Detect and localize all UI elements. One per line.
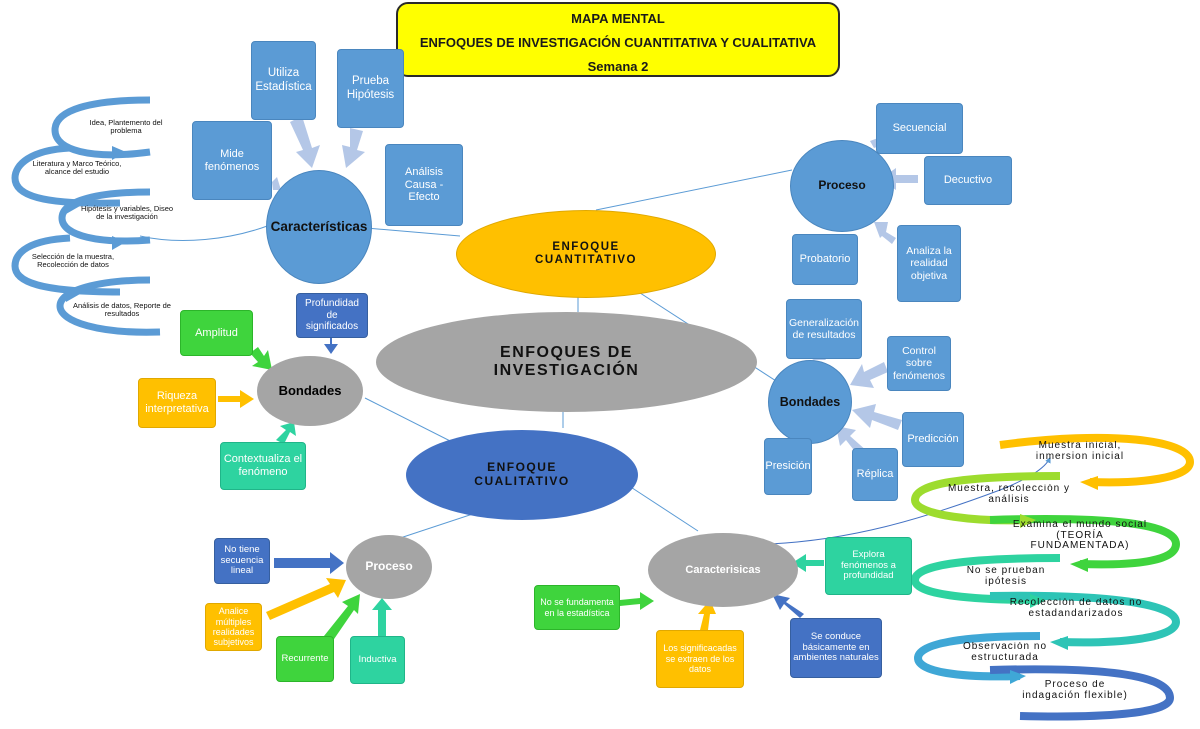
- cualitativo-cycle-step-6: Observación no estructurada: [962, 642, 1048, 663]
- cuantitativo-cycle-step-5: Análisis de datos, Reporte de resultados: [73, 302, 171, 318]
- cualitativo-title-1: ENFOQUE: [487, 460, 557, 475]
- profundidad-significados-box: Profundidad de significados: [296, 293, 368, 338]
- inductiva-box: Inductiva: [350, 636, 405, 684]
- center-ellipse: ENFOQUES DE INVESTIGACIÓN: [376, 312, 757, 412]
- cuantitativo-caracteristicas-node: Características: [266, 170, 372, 284]
- cuantitativo-title-2: CUANTITATIVO: [535, 254, 637, 266]
- probatorio-box: Probatorio: [792, 234, 858, 285]
- center-line-1: ENFOQUES DE: [500, 343, 633, 361]
- cualitativo-cycle-step-7: Proceso de indagación flexible): [1022, 680, 1128, 701]
- cualitativo-cycle-step-4: No se prueban ipótesis: [966, 566, 1046, 587]
- cualitativo-caracteristicas-node: Caracterisicas: [648, 533, 798, 607]
- cualitativo-title-2: CUALITATIVO: [474, 474, 570, 488]
- cycle-arrows-cualitativo: [910, 433, 1195, 721]
- prueba-hipotesis-box: Prueba Hipótesis: [337, 49, 404, 128]
- cuantitativo-title-1: ENFOQUE: [552, 240, 620, 253]
- cycle-arrow-heads-cuantitativo: [66, 146, 126, 302]
- no-secuencia-lineal-box: No tiene secuencia lineal: [214, 538, 270, 584]
- analice-multiples-realidades-box: Analice múltiples realidades subjetivos: [205, 603, 262, 651]
- presicion-box: Presición: [764, 438, 812, 495]
- cualitativo-cycle-step-5: Recolección de datos no estadandarizados: [1009, 598, 1143, 619]
- title-line-3: Semana 2: [587, 59, 649, 74]
- enfoque-cualitativo-node: ENFOQUE CUALITATIVO: [406, 430, 638, 520]
- cycle-arrows-cuantitativo: [11, 96, 161, 336]
- cuantitativo-cycle-step-2: Literatura y Marco Teórico, alcance del …: [32, 160, 122, 176]
- analiza-realidad-box: Analiza la realidad objetiva: [897, 225, 961, 302]
- center-line-2: INVESTIGACIÓN: [493, 362, 640, 379]
- cuantitativo-proceso-node: Proceso: [790, 140, 894, 232]
- recurrente-box: Recurrente: [276, 636, 334, 682]
- decuctivo-box: Decuctivo: [924, 156, 1012, 205]
- cycle-arrow-heads-cualitativo: [1010, 476, 1098, 684]
- generalizacion-resultados-box: Generalización de resultados: [786, 299, 862, 359]
- cualitativo-cycle-step-1: Muestra inicial, inmersion inicial: [1035, 441, 1125, 462]
- contextualiza-fenomeno-box: Contextualiza el fenómeno: [220, 442, 306, 490]
- no-fundamenta-estadistica-box: No se fundamenta en la estadística: [534, 585, 620, 630]
- cuantitativo-cycle-step-4: Selección de la muestra, Recolección de …: [31, 253, 115, 269]
- cualitativo-bondades-node: Bondades: [257, 356, 363, 426]
- explora-fenomenos-box: Explora fenómenos a profundidad: [825, 537, 912, 595]
- title-line-2: ENFOQUES DE INVESTIGACIÓN CUANTITATIVA Y…: [419, 35, 817, 50]
- significados-datos-box: Los significacadas se extraen de los dat…: [656, 630, 744, 688]
- replica-box: Réplica: [852, 448, 898, 501]
- analisis-causa-efecto-box: Análisis Causa - Efecto: [385, 144, 463, 226]
- title-line-1: MAPA MENTAL: [571, 11, 665, 26]
- utiliza-estadistica-box: Utiliza Estadística: [251, 41, 316, 120]
- cuantitativo-cycle-step-3: Hipótesis y variables, Diseo de la inves…: [80, 205, 174, 221]
- mide-fenomenos-box: Mide fenómenos: [192, 121, 272, 200]
- enfoque-cuantitativo-node: ENFOQUE CUANTITATIVO: [456, 210, 716, 298]
- amplitud-box: Amplitud: [180, 310, 253, 356]
- prediccion-box: Predicción: [902, 412, 964, 467]
- cualitativo-cycle-step-3: Examina el mundo social (TEORÍA FUNDAMEN…: [1012, 520, 1148, 551]
- cuantitativo-cycle-step-1: Idea, Plantemento del problema: [89, 119, 163, 135]
- secuencial-box: Secuencial: [876, 103, 963, 154]
- riqueza-interpretativa-box: Riqueza interpretativa: [138, 378, 216, 428]
- cualitativo-cycle-step-2: Muestra, recolección y análisis: [947, 484, 1071, 505]
- title-box: MAPA MENTAL ENFOQUES DE INVESTIGACIÓN CU…: [396, 2, 840, 77]
- ambientes-naturales-box: Se conduce básicamente en ambientes natu…: [790, 618, 882, 678]
- cuantitativo-bondades-node: Bondades: [768, 360, 852, 444]
- block-arrows-cualitativo: [218, 330, 824, 642]
- cualitativo-proceso-node: Proceso: [346, 535, 432, 599]
- control-fenomenos-box: Control sobre fenómenos: [887, 336, 951, 391]
